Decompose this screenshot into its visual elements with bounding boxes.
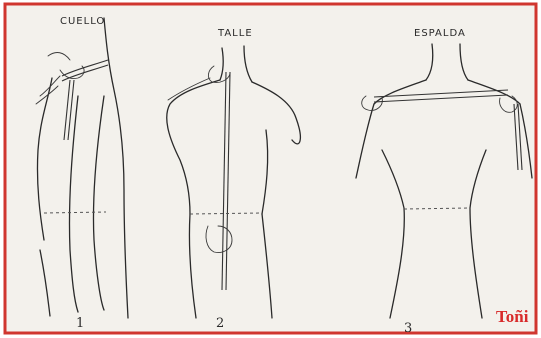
figure-title-back-width: ESPALDA xyxy=(414,28,466,39)
paper xyxy=(4,3,537,334)
figure-title-neck: CUELLO xyxy=(60,16,105,27)
figure-title-back-length: TALLE xyxy=(217,28,253,39)
figure-number-neck: 1 xyxy=(76,316,84,331)
figure-number-back-length: 2 xyxy=(216,316,224,331)
figure-number-back-width: 3 xyxy=(404,321,412,336)
signature: Toñi xyxy=(496,307,529,326)
